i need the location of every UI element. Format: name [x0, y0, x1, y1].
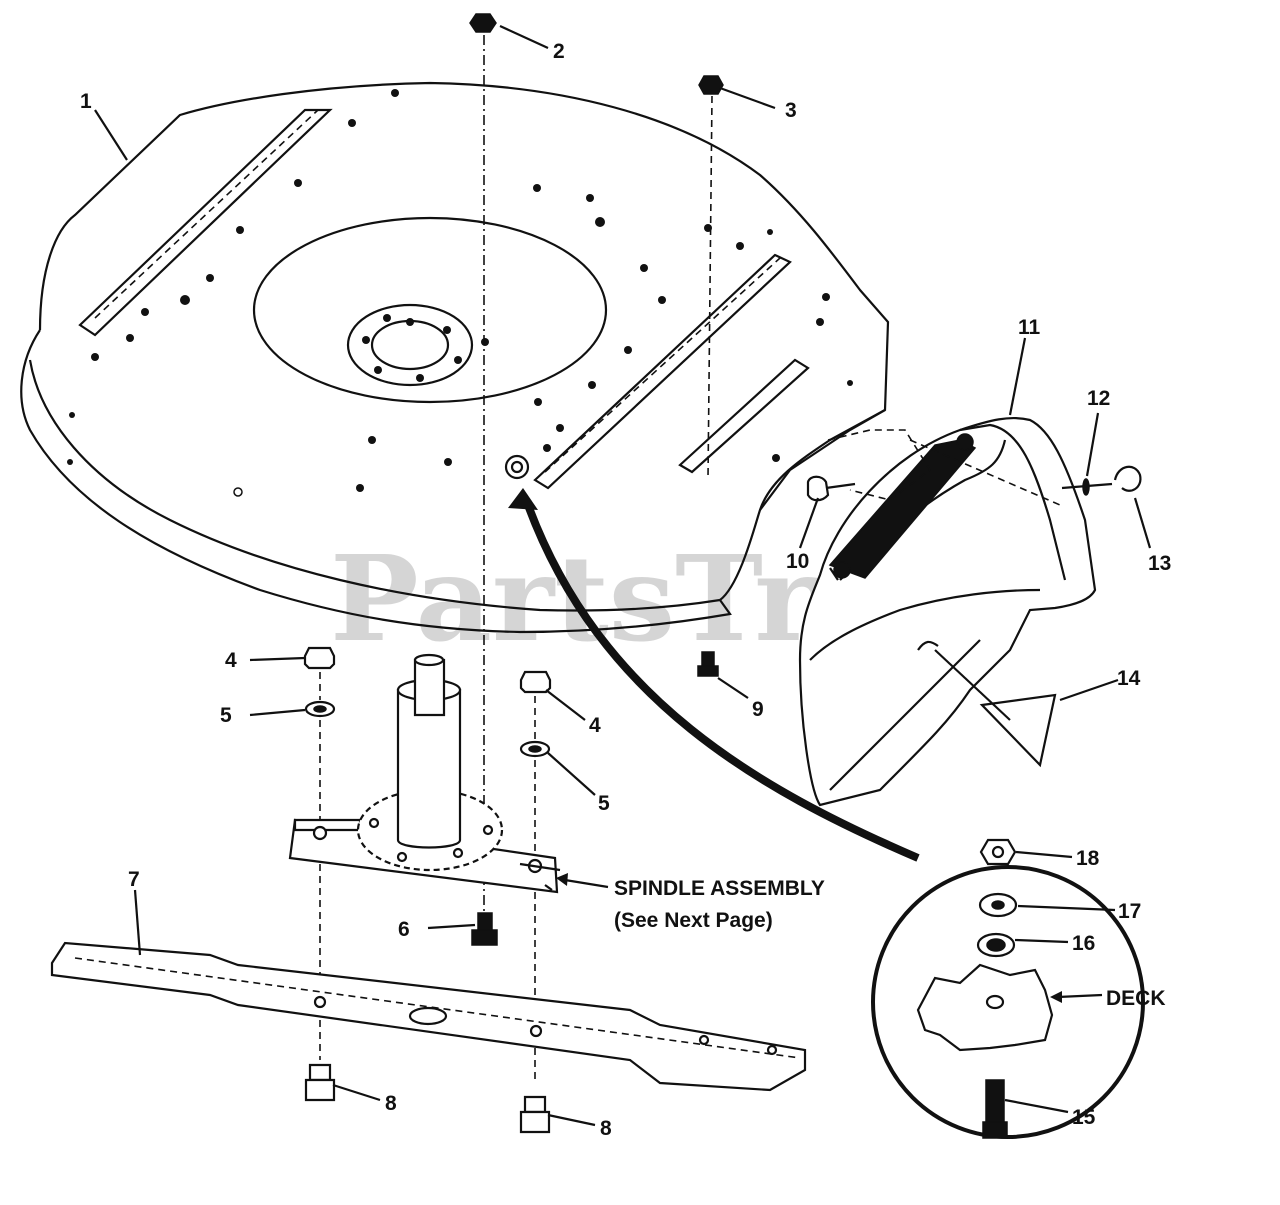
- discharge-chute: [798, 416, 1097, 807]
- callout-3: 3: [785, 99, 797, 122]
- washer-5-left: [304, 700, 336, 718]
- callout-12: 12: [1087, 387, 1110, 410]
- callout-14: 14: [1117, 667, 1141, 690]
- spindle-assembly-note: (See Next Page): [614, 909, 773, 932]
- rivet-10: [806, 475, 856, 502]
- callout-16: 16: [1072, 932, 1095, 955]
- detail-pointer-arrow: [508, 488, 920, 862]
- nut-3: [698, 75, 724, 95]
- tab-14: [917, 640, 1057, 768]
- callout-5-left: 5: [220, 704, 232, 727]
- washer-5-right: [519, 740, 551, 758]
- clip-13: [1113, 465, 1142, 492]
- deck-housing: [20, 81, 890, 634]
- bolt-9: [697, 651, 719, 677]
- callout-18: 18: [1076, 847, 1100, 870]
- callout-8-right: 8: [600, 1117, 612, 1140]
- callout-labels: 1 2 3 4 4 5 5 6 7 8 8 9 10 11 12 13 14 1…: [80, 40, 1171, 1140]
- nut-4-left: [303, 646, 336, 670]
- callout-11: 11: [1018, 316, 1041, 339]
- washer-12: [1061, 478, 1113, 496]
- callout-15: 15: [1072, 1106, 1096, 1129]
- mower-blade: [50, 941, 807, 1092]
- axis-line-3: [707, 95, 713, 479]
- detail-circle: [871, 838, 1145, 1139]
- callout-17: 17: [1118, 900, 1141, 923]
- bolt-8-left: [304, 1063, 336, 1102]
- callout-5-right: 5: [598, 792, 610, 815]
- spindle-assembly-label: SPINDLE ASSEMBLY: [614, 877, 825, 900]
- deck-label: DECK: [1106, 987, 1166, 1010]
- bolt-8-right: [519, 1095, 551, 1134]
- nut-4-right: [519, 670, 552, 694]
- callout-7: 7: [128, 868, 140, 891]
- bolt-6: [471, 912, 498, 946]
- callout-4-right: 4: [589, 714, 601, 737]
- callout-4-left: 4: [225, 649, 237, 672]
- callout-6: 6: [398, 918, 410, 941]
- leader-lines: [94, 25, 1152, 1127]
- spindle-housing: [288, 653, 561, 894]
- callout-10: 10: [786, 550, 809, 573]
- callout-8-left: 8: [385, 1092, 397, 1115]
- callout-1: 1: [80, 90, 92, 113]
- callout-13: 13: [1148, 552, 1171, 575]
- callout-9: 9: [752, 698, 764, 721]
- callout-2: 2: [553, 40, 565, 63]
- nut-2: [469, 13, 497, 33]
